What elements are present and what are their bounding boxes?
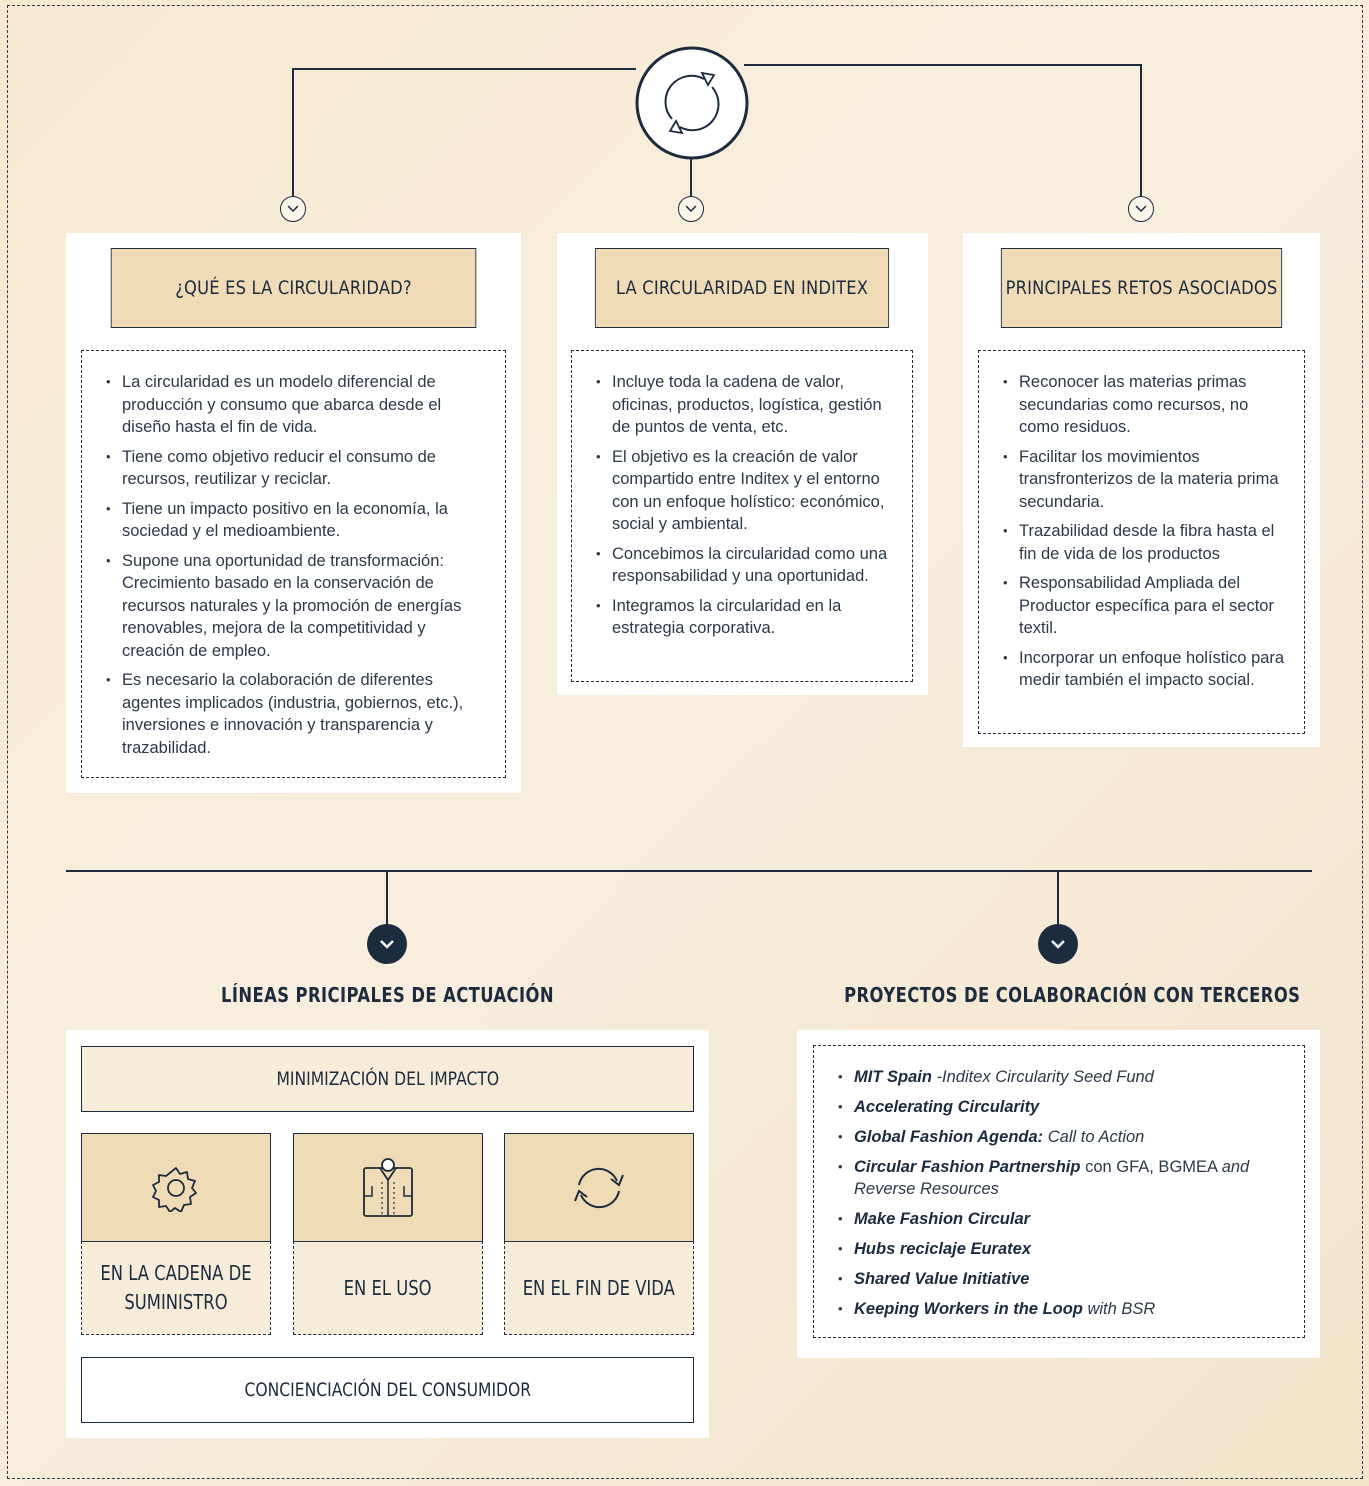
connector-line — [292, 68, 294, 196]
outer-frame — [7, 5, 1363, 1479]
list-item: Incorporar un enfoque holístico para med… — [1001, 647, 1286, 692]
project-name: Keeping Workers in the Loop — [854, 1300, 1083, 1318]
divider-line — [66, 870, 1312, 872]
project-name: Shared Value Initiative — [854, 1270, 1030, 1288]
list-item: Reconocer las materias primas secundaria… — [1001, 371, 1286, 439]
project-detail: Call to Action — [1043, 1128, 1145, 1146]
project-name: MIT Spain — [854, 1068, 932, 1086]
list-item: Shared Value Initiative — [836, 1268, 1288, 1290]
project-detail: with BSR — [1082, 1300, 1156, 1318]
column-list-box: La circularidad es un modelo diferencial… — [81, 350, 506, 778]
project-detail: and Reverse Resources — [854, 1158, 1250, 1198]
column-title-text: LA CIRCULARIDAD EN INDITEX — [615, 277, 869, 299]
column-title-text: PRINCIPALES RETOS ASOCIADOS — [1005, 277, 1278, 299]
list-item: Supone una oportunidad de transformación… — [104, 550, 481, 663]
list-item: Accelerating Circularity — [836, 1096, 1288, 1118]
chevron-down-icon — [1128, 196, 1154, 222]
list-item: MIT Spain -Inditex Circularity Seed Fund — [836, 1066, 1288, 1088]
list-item: Keeping Workers in the Loop with BSR — [836, 1298, 1288, 1320]
list-item: El objetivo es la creación de valor comp… — [594, 446, 894, 536]
bullet-list: Reconocer las materias primas secundaria… — [1001, 371, 1286, 692]
connector-line — [292, 68, 636, 70]
project-name: Global Fashion Agenda: — [854, 1128, 1044, 1146]
project-name: Accelerating Circularity — [854, 1098, 1040, 1116]
project-name: Hubs reciclaje Euratex — [854, 1240, 1032, 1258]
column-title: LA CIRCULARIDAD EN INDITEX — [594, 248, 890, 328]
card-icon-box — [504, 1133, 694, 1241]
list-item: Make Fashion Circular — [836, 1208, 1288, 1230]
bullet-list: Incluye toda la cadena de valor, oficina… — [594, 371, 894, 640]
card-label-text: EN EL USO — [344, 1275, 432, 1300]
card-label: EN EL FIN DE VIDA — [504, 1241, 694, 1335]
connector-line — [386, 870, 388, 925]
column-list-box: Incluye toda la cadena de valor, oficina… — [571, 350, 913, 682]
list-item: La circularidad es un modelo diferencial… — [104, 371, 481, 439]
card-icon-box — [81, 1133, 271, 1241]
project-name: Make Fashion Circular — [854, 1210, 1031, 1228]
connector-line — [1140, 64, 1142, 196]
project-detail: con GFA, BGMEA — [1080, 1158, 1222, 1176]
consumer-bar-text: CONCIENCIACIÓN DEL CONSUMIDOR — [244, 1379, 531, 1401]
project-name: Circular Fashion Partnership — [854, 1158, 1081, 1176]
list-item: Trazabilidad desde la fibra hasta el fin… — [1001, 520, 1286, 565]
consumer-bar: CONCIENCIACIÓN DEL CONSUMIDOR — [81, 1357, 694, 1423]
section-title: LÍNEAS PRICIPALES DE ACTUACIÓN — [220, 983, 555, 1007]
impact-bar: MINIMIZACIÓN DEL IMPACTO — [81, 1046, 694, 1112]
bullet-list: La circularidad es un modelo diferencial… — [104, 371, 481, 759]
card-label-text: EN EL FIN DE VIDA — [522, 1275, 676, 1300]
list-item: Tiene un impacto positivo en la economía… — [104, 498, 481, 543]
shirt-icon — [363, 1157, 413, 1217]
column-title: ¿QUÉ ES LA CIRCULARIDAD? — [110, 248, 477, 328]
connector-line — [744, 64, 1142, 66]
chevron-down-icon — [678, 196, 704, 222]
circularity-icon — [634, 45, 750, 161]
list-item: Tiene como objetivo reducir el consumo d… — [104, 446, 481, 491]
list-item: Es necesario la colaboración de diferent… — [104, 669, 481, 759]
card-label: EN EL USO — [293, 1241, 483, 1335]
list-item: Concebimos la circularidad como una resp… — [594, 543, 894, 588]
list-item: Responsabilidad Ampliada del Productor e… — [1001, 572, 1286, 640]
list-item: Hubs reciclaje Euratex — [836, 1238, 1288, 1260]
projects-list: MIT Spain -Inditex Circularity Seed Fund… — [836, 1066, 1288, 1320]
section-title: PROYECTOS DE COLABORACIÓN CON TERCEROS — [844, 983, 1301, 1007]
card-icon-box — [293, 1133, 483, 1241]
chevron-down-icon — [1038, 924, 1078, 964]
column-title: PRINCIPALES RETOS ASOCIADOS — [1000, 248, 1283, 328]
column-list-box: Reconocer las materias primas secundaria… — [978, 350, 1305, 734]
chevron-down-icon — [280, 196, 306, 222]
column-title-text: ¿QUÉ ES LA CIRCULARIDAD? — [175, 277, 412, 299]
connector-line — [690, 158, 692, 196]
project-detail: -Inditex Circularity Seed Fund — [931, 1068, 1154, 1086]
chevron-down-icon — [367, 924, 407, 964]
projects-list-box: MIT Spain -Inditex Circularity Seed Fund… — [813, 1045, 1305, 1338]
impact-bar-text: MINIMIZACIÓN DEL IMPACTO — [276, 1068, 499, 1090]
list-item: Circular Fashion Partnership con GFA, BG… — [836, 1156, 1288, 1200]
list-item: Incluye toda la cadena de valor, oficina… — [594, 371, 894, 439]
list-item: Facilitar los movimientos transfronteriz… — [1001, 446, 1286, 514]
card-label: EN LA CADENA DE SUMINISTRO — [81, 1241, 271, 1335]
list-item: Global Fashion Agenda: Call to Action — [836, 1126, 1288, 1148]
gear-icon — [152, 1166, 197, 1212]
card-label-text: EN LA CADENA DE SUMINISTRO — [100, 1261, 252, 1314]
connector-line — [1057, 870, 1059, 925]
list-item: Integramos la circularidad en la estrate… — [594, 595, 894, 640]
recycle-arrows-icon — [574, 1167, 624, 1208]
